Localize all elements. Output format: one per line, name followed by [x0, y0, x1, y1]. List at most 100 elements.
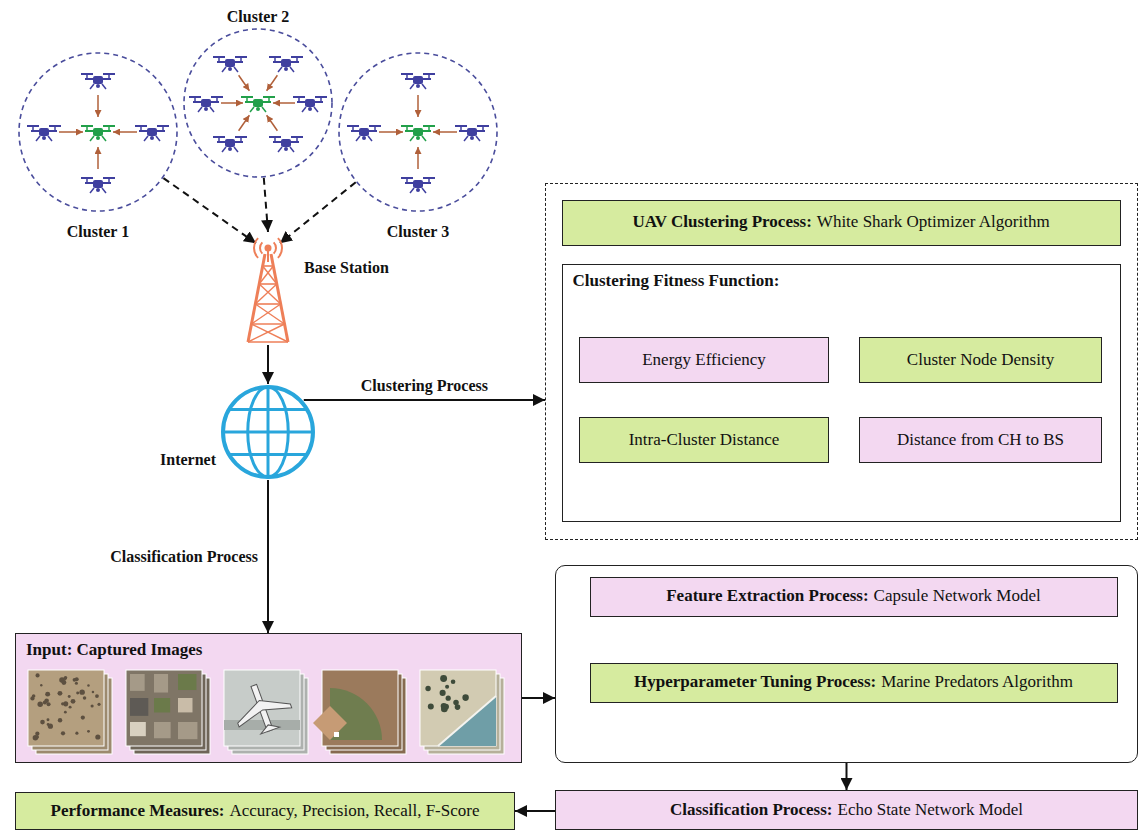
graphic-part [229, 408, 307, 411]
globe-illustration [220, 384, 316, 480]
graphic-part [154, 674, 168, 693]
graphic-part [274, 138, 276, 142]
uav-cluster: Cluster 3 [338, 52, 498, 212]
graphic-part [154, 722, 171, 738]
graphic-part [96, 136, 100, 140]
graphic-part [157, 125, 169, 127]
graphic-part [255, 303, 280, 305]
graphic-part [254, 238, 258, 258]
graphic-part [36, 136, 40, 141]
graphic-part [347, 125, 359, 127]
image-stack [420, 670, 504, 754]
graphic-part [201, 99, 211, 107]
graphic-part [91, 704, 94, 707]
flow-arrow [267, 480, 269, 633]
graphic-part [259, 284, 280, 304]
criterion-box: Cluster Node Density [859, 337, 1102, 383]
graphic-part [455, 125, 467, 127]
graphic-part [406, 179, 408, 183]
graphic-part [204, 107, 208, 111]
graphic-part [156, 136, 160, 141]
graphic-part [86, 127, 88, 131]
dashed-arrow [264, 178, 268, 232]
box-text: Intra-Cluster Distance [629, 430, 780, 450]
graphic-part [61, 702, 64, 705]
graphic-part [356, 136, 360, 141]
graphic-part [49, 125, 61, 127]
node-label: Cluster 1 [67, 223, 129, 240]
graphic-part [423, 73, 435, 75]
graphic-part [102, 136, 106, 141]
graphic-part [93, 128, 103, 136]
graphic-part [90, 188, 94, 193]
graphic-part [76, 692, 79, 695]
box-text: Energy Efficiency [642, 350, 766, 370]
graphic-part [96, 188, 100, 192]
cluster-boundary [184, 29, 332, 177]
drone-icon [269, 57, 303, 72]
box-text: Capsule Network Model [874, 586, 1041, 606]
graphic-part [420, 670, 496, 746]
graphic-part [293, 96, 305, 98]
graphic-part [130, 674, 145, 691]
image-stack [224, 670, 308, 754]
dashed-arrow [163, 178, 256, 243]
graphic-part [218, 58, 220, 62]
graphic-part [108, 75, 110, 79]
graphic-part [248, 324, 285, 342]
cluster-illustration [338, 52, 498, 212]
graphic-part [281, 59, 291, 67]
graphic-part [178, 722, 197, 739]
graphic-part [291, 56, 303, 58]
graphic-part [97, 703, 100, 706]
label-holder: Cluster 1 [18, 222, 178, 241]
box-text: Echo State Network Model [838, 800, 1024, 820]
graphic-part [410, 188, 414, 193]
graphic-part [313, 706, 347, 740]
graphic-part [93, 76, 103, 84]
graphic-part [218, 138, 220, 142]
graphic-part [150, 136, 154, 140]
drone-icon [401, 74, 435, 89]
graphic-part [147, 128, 157, 136]
graphic-part [58, 718, 62, 722]
graphic-part [102, 84, 106, 89]
uav-cluster: Cluster 1 [18, 52, 178, 212]
criterion-box: Energy Efficiency [579, 337, 829, 383]
link-arrow [267, 75, 278, 90]
graphic-part [250, 107, 254, 112]
graphic-part [359, 128, 369, 136]
graphic-part [259, 266, 273, 284]
tower-illustration [238, 232, 298, 345]
graphic-part [420, 670, 496, 746]
graphic-part [68, 695, 71, 698]
graphic-part [422, 136, 426, 141]
graphic-part [69, 706, 72, 709]
panel-title: Clustering Fitness Function: [563, 265, 1120, 297]
graphic-part [61, 731, 65, 735]
graphic-part [240, 138, 242, 142]
graphic-part [140, 127, 142, 131]
graphic-part [268, 98, 270, 102]
drone-icon [81, 74, 115, 89]
flow-arrow [846, 763, 848, 790]
graphic-part [48, 724, 53, 729]
graphic-part [334, 732, 339, 737]
graphic-part [228, 67, 232, 71]
graphic-part [422, 84, 426, 89]
graphic-part [274, 242, 276, 253]
graphic-part [227, 676, 296, 740]
edge-label: Clustering Process [359, 376, 490, 395]
graphic-part [81, 125, 93, 127]
base-station: Base Station [238, 232, 298, 345]
graphic-part [79, 689, 84, 694]
graphic-part [225, 59, 235, 67]
graphic-part [251, 304, 280, 324]
graphic-part [425, 686, 430, 691]
graphic-part [45, 692, 50, 697]
graphic-part [445, 685, 449, 689]
drone-icon [347, 126, 381, 141]
cluster-illustration [183, 28, 333, 178]
graphic-part [228, 147, 232, 151]
graphic-part [274, 58, 276, 62]
